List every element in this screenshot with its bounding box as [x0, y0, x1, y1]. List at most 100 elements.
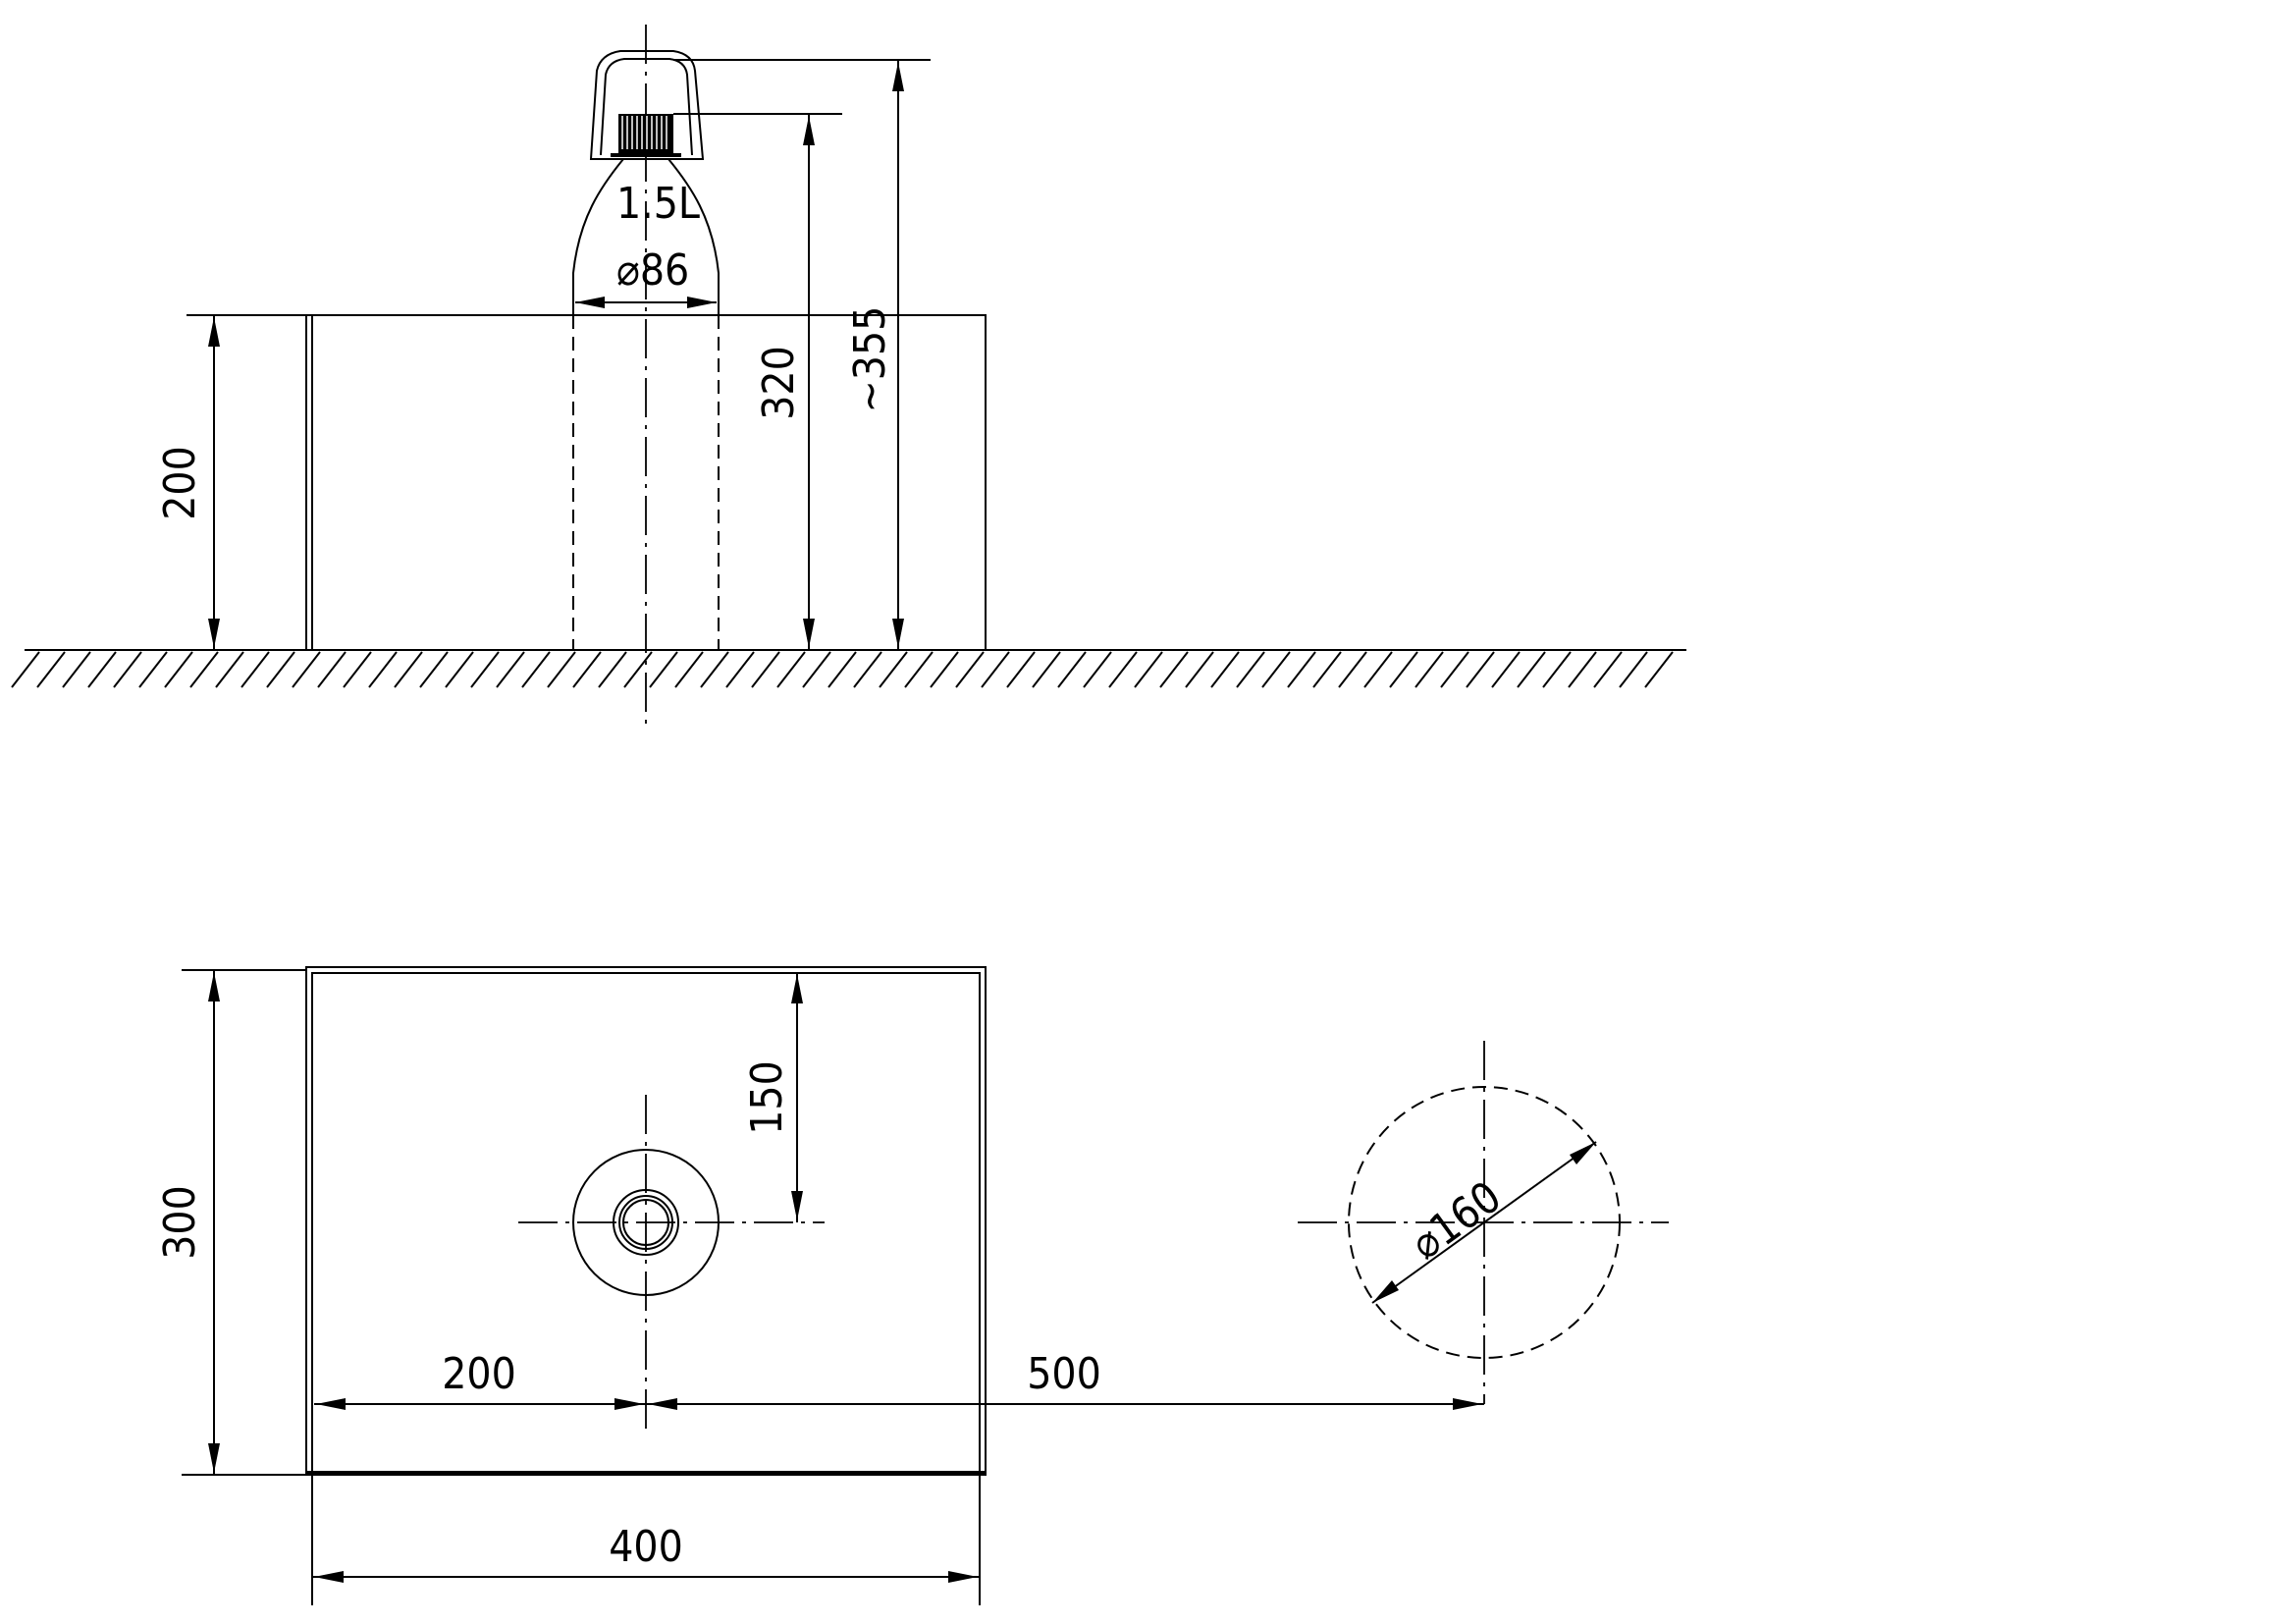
hatch-line [930, 651, 959, 688]
hatch-line [725, 651, 755, 688]
hatch-line [879, 651, 908, 688]
arrow [892, 619, 904, 648]
hatch-line [1619, 651, 1648, 688]
bottle-volume-label: 1.5L [616, 179, 700, 229]
clearance-diameter-text: ⌀160 [1402, 1171, 1510, 1270]
bottle-top-dimension-text: 320 [754, 346, 804, 420]
hatch-line [394, 651, 423, 688]
hatch-line [955, 651, 985, 688]
hatch-line [1363, 651, 1393, 688]
hatch-line [292, 651, 321, 688]
hatch-line [1261, 651, 1291, 688]
hatch-line [1236, 651, 1265, 688]
arrow [208, 1443, 220, 1473]
arrow [614, 1398, 644, 1410]
hatch-line [1006, 651, 1036, 688]
hatch-line [802, 651, 831, 688]
arrow [948, 1571, 978, 1583]
hatch-line [1415, 651, 1444, 688]
hatch-line [828, 651, 857, 688]
bottle-neck-threads [621, 116, 667, 149]
hatch-line [904, 651, 934, 688]
hatch-line [751, 651, 780, 688]
hatch-line [1108, 651, 1138, 688]
arrow [687, 297, 717, 308]
hatch-line [215, 651, 244, 688]
arrow [648, 1398, 677, 1410]
hatch-line [164, 651, 193, 688]
arrow [208, 619, 220, 648]
top-view: 300 150 200 500 400 ⌀160 [155, 966, 1669, 1605]
hatch-line [623, 651, 653, 688]
center-offset-dimension-text: 150 [742, 1060, 792, 1135]
hatch-line [1440, 651, 1469, 688]
hatch-line [1134, 651, 1163, 688]
hatch-line [981, 651, 1010, 688]
hatch-line [368, 651, 398, 688]
hatch-line [776, 651, 806, 688]
depth-dimension-text: 300 [155, 1185, 205, 1260]
hatch-line [1644, 651, 1674, 688]
hatch-line [317, 651, 347, 688]
arrow [803, 619, 815, 648]
hatch-line [266, 651, 295, 688]
hatch-line [1032, 651, 1061, 688]
arrow [208, 317, 220, 347]
hatch-line [419, 651, 449, 688]
hatch-line [598, 651, 627, 688]
arrow [803, 116, 815, 145]
arrow [791, 1191, 803, 1220]
arrow [314, 1571, 344, 1583]
hatch-line [1491, 651, 1521, 688]
hatch-line [649, 651, 678, 688]
arrow [316, 1398, 346, 1410]
hatch-line [572, 651, 602, 688]
bottle-diameter-label: ⌀86 [616, 245, 689, 296]
hatch-line [62, 651, 91, 688]
clearance-diameter-line [1371, 1141, 1597, 1304]
arrow [1372, 1280, 1399, 1303]
hatch-line [1287, 651, 1316, 688]
arrow [575, 297, 605, 308]
hatch-line [1542, 651, 1572, 688]
arrow [1570, 1142, 1596, 1164]
hatch-line [1159, 651, 1189, 688]
hatch-line [11, 651, 40, 688]
hatch-line [1185, 651, 1214, 688]
hatch-line [36, 651, 66, 688]
bottle-cap-cup [589, 50, 705, 160]
arrow [1453, 1398, 1482, 1410]
center-x-dimension-text: 200 [442, 1349, 516, 1399]
side-view: 1.5L ⌀86 200 320 ~355 [11, 25, 1686, 727]
hatch-line [674, 651, 704, 688]
hatch-line [138, 651, 168, 688]
hatch-line [1210, 651, 1240, 688]
arrow [208, 972, 220, 1001]
arrow [892, 62, 904, 91]
hatch-line [1517, 651, 1546, 688]
hatch-line [189, 651, 219, 688]
hatch-line [547, 651, 576, 688]
bottle-cap-cup-inner [600, 58, 693, 156]
hatch-line [240, 651, 270, 688]
hatch-line [470, 651, 500, 688]
hatch-line [1312, 651, 1342, 688]
width-dimension-text: 400 [609, 1522, 683, 1572]
hatch-line [1389, 651, 1418, 688]
ground-hatching [11, 651, 1674, 688]
hatch-line [1057, 651, 1087, 688]
hatch-line [496, 651, 525, 688]
hatch-line [1466, 651, 1495, 688]
hatch-line [343, 651, 372, 688]
hatch-line [700, 651, 729, 688]
hatch-line [1083, 651, 1112, 688]
height-dimension-text: 200 [155, 446, 205, 520]
hatch-line [1338, 651, 1367, 688]
total-height-dimension-text: ~355 [845, 306, 895, 413]
hatch-line [113, 651, 142, 688]
hatch-line [1568, 651, 1597, 688]
hatch-line [445, 651, 474, 688]
distance-dimension-text: 500 [1027, 1349, 1101, 1399]
hatch-line [87, 651, 117, 688]
